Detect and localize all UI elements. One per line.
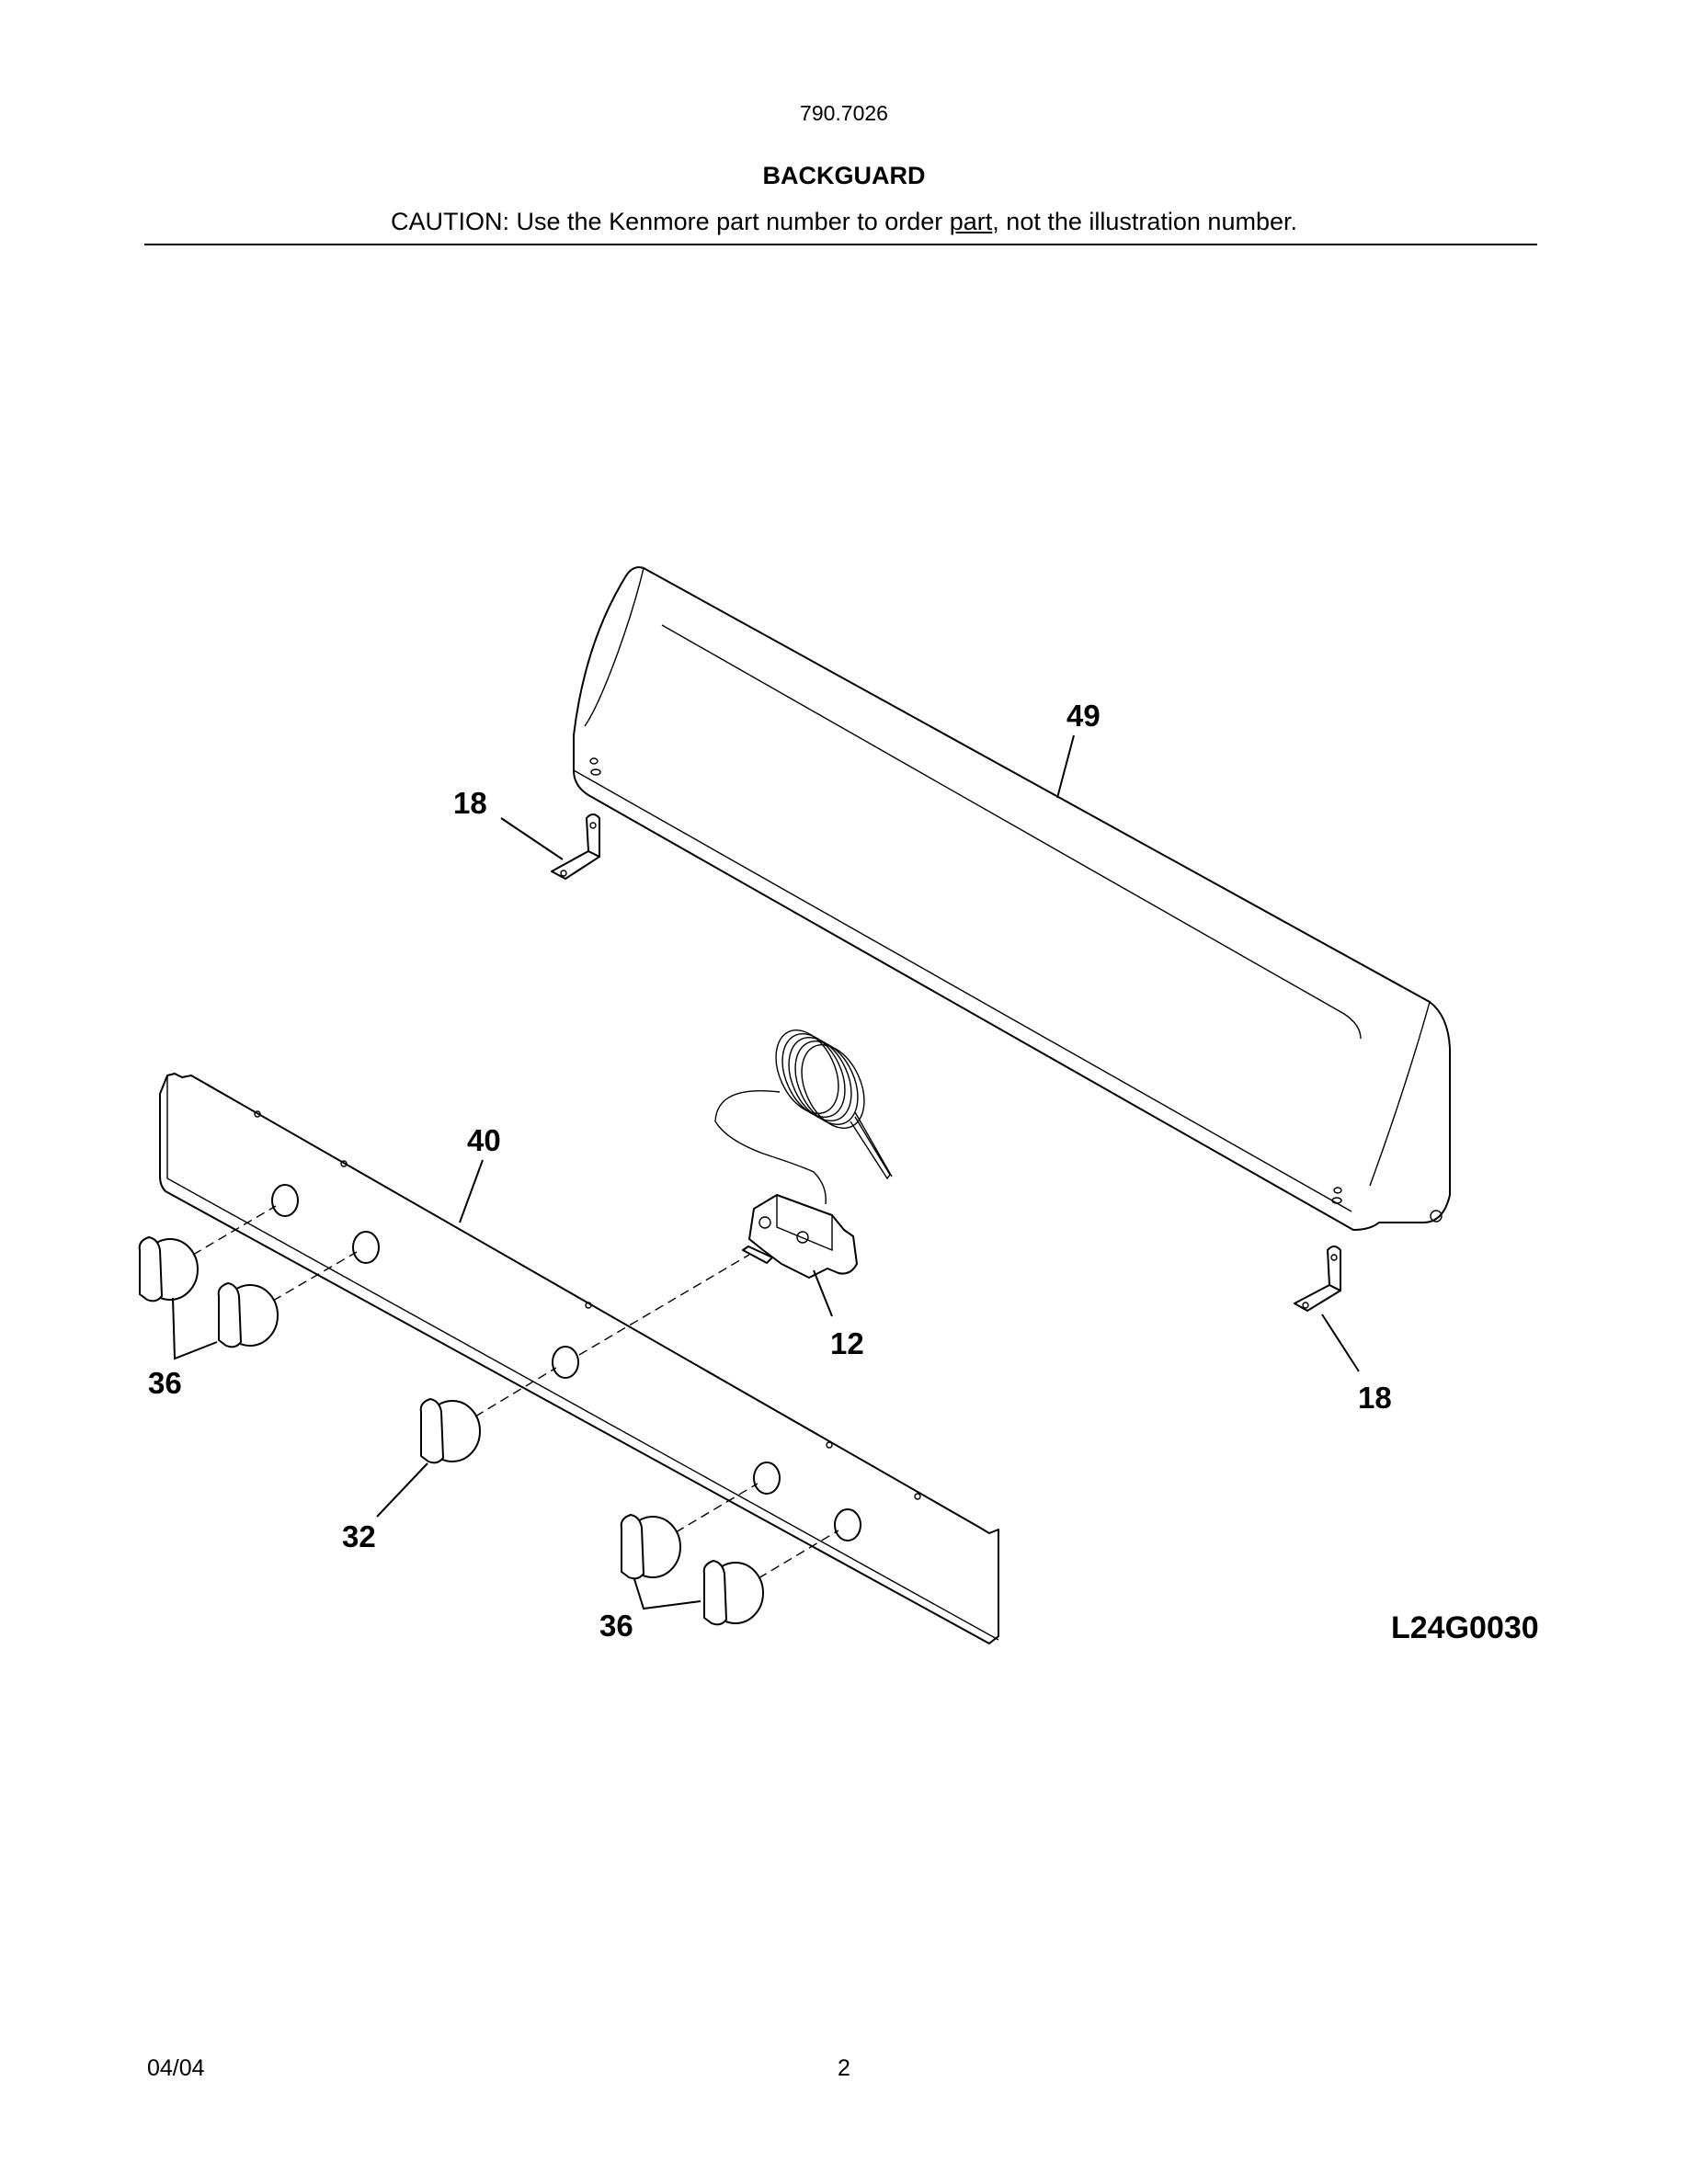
callout-knobs-right: 36 bbox=[599, 1609, 633, 1643]
callout-manifold-panel: 40 bbox=[467, 1123, 501, 1157]
page-number: 2 bbox=[838, 2055, 850, 2081]
callout-gas-valve: 12 bbox=[830, 1326, 864, 1360]
callout-backguard: 49 bbox=[1066, 699, 1101, 733]
knob-right-1 bbox=[620, 1514, 681, 1580]
caution-prefix: CAUTION: Use the Kenmore part number to … bbox=[391, 208, 950, 235]
callout-knobs-left: 36 bbox=[148, 1366, 182, 1400]
gas-valve-assembly bbox=[714, 1029, 893, 1279]
caution-suffix: , not the illustration number. bbox=[992, 208, 1297, 235]
callout-bracket-left: 18 bbox=[453, 786, 487, 820]
knob-center bbox=[419, 1398, 481, 1464]
caution-note: CAUTION: Use the Kenmore part number to … bbox=[0, 208, 1688, 236]
manifold-panel bbox=[159, 1073, 999, 1644]
knob-right-2 bbox=[702, 1560, 764, 1626]
callout-bracket-right: 18 bbox=[1358, 1381, 1392, 1415]
bracket-left bbox=[551, 813, 600, 880]
alignment-lines bbox=[192, 1205, 839, 1579]
knob-left-1 bbox=[138, 1236, 199, 1302]
knob-left-2 bbox=[217, 1282, 279, 1348]
bracket-right bbox=[1294, 1246, 1341, 1312]
illustration-code: L24G0030 bbox=[1391, 1610, 1539, 1645]
leader-lines bbox=[172, 734, 1360, 1610]
footer-date: 04/04 bbox=[147, 2055, 205, 2081]
caution-underlined-word: part bbox=[949, 208, 993, 235]
header-divider bbox=[144, 244, 1537, 245]
section-title: BACKGUARD bbox=[762, 162, 926, 189]
callout-knob-center: 32 bbox=[342, 1519, 376, 1553]
model-number: 790.7026 bbox=[800, 101, 888, 125]
backguard-panel bbox=[573, 566, 1451, 1231]
